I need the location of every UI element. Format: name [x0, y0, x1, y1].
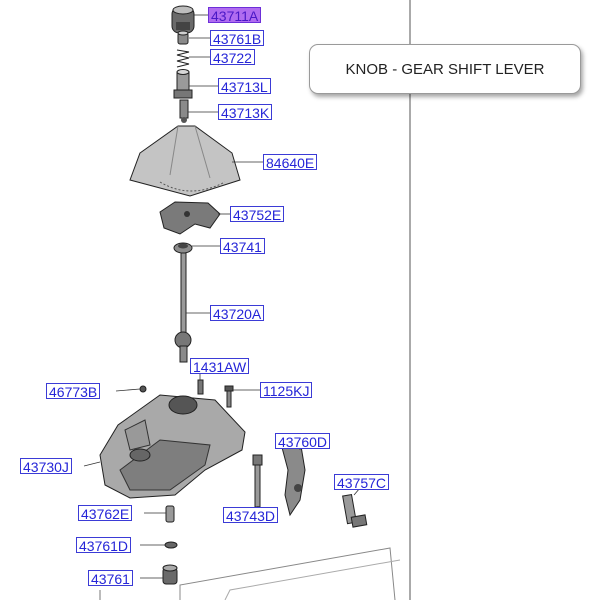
leader-lines — [83, 14, 361, 579]
cable-pin-part — [252, 454, 263, 508]
part-label-43711A[interactable]: 43711A — [208, 7, 262, 24]
part-label-46773B[interactable]: 46773B — [46, 383, 101, 400]
nut-part — [162, 564, 178, 585]
spring-part — [176, 49, 190, 68]
boot-part — [129, 125, 241, 197]
part-label-43722[interactable]: 43722 — [210, 49, 255, 66]
part-name-tooltip: KNOB - GEAR SHIFT LEVER — [309, 44, 581, 94]
tooltip-text: KNOB - GEAR SHIFT LEVER — [345, 60, 545, 78]
rod-end-part — [179, 99, 189, 123]
console-outline-inner — [224, 559, 401, 600]
part-label-43743D[interactable]: 43743D — [223, 507, 279, 524]
part-label-1125KJ[interactable]: 1125KJ — [260, 382, 313, 399]
part-label-43730J[interactable]: 43730J — [20, 458, 72, 475]
part-label-43720A[interactable]: 43720A — [210, 305, 265, 322]
part-label-43752E[interactable]: 43752E — [230, 206, 285, 223]
part-label-43760D[interactable]: 43760D — [275, 433, 331, 450]
part-label-43713K[interactable]: 43713K — [218, 104, 273, 121]
part-label-43757C[interactable]: 43757C — [334, 474, 390, 491]
washer-part — [164, 541, 178, 549]
shifter-housing-part — [99, 394, 246, 499]
pivot-bolt-part — [342, 493, 368, 528]
part-label-84640E[interactable]: 84640E — [263, 154, 318, 171]
part-label-1431AW[interactable]: 1431AW — [190, 358, 250, 375]
part-label-43761B[interactable]: 43761B — [210, 30, 265, 47]
part-label-43713L[interactable]: 43713L — [218, 78, 271, 95]
release-rod-part — [173, 69, 193, 99]
knob-part[interactable] — [171, 5, 195, 34]
collar-part — [165, 505, 175, 523]
bolt-part — [139, 385, 147, 393]
part-label-43761D[interactable]: 43761D — [76, 537, 132, 554]
lever-bracket-part — [159, 201, 221, 235]
part-label-43761[interactable]: 43761 — [88, 570, 133, 587]
select-lever-part — [279, 439, 306, 517]
part-label-43741[interactable]: 43741 — [220, 238, 265, 255]
pin-part — [197, 379, 204, 395]
ring-part — [173, 242, 193, 254]
flange-bolt-part — [224, 385, 234, 408]
part-label-43762E[interactable]: 43762E — [78, 505, 133, 522]
shift-lever-part — [174, 252, 192, 363]
bushing-part — [177, 30, 189, 45]
console-outline — [179, 547, 396, 600]
